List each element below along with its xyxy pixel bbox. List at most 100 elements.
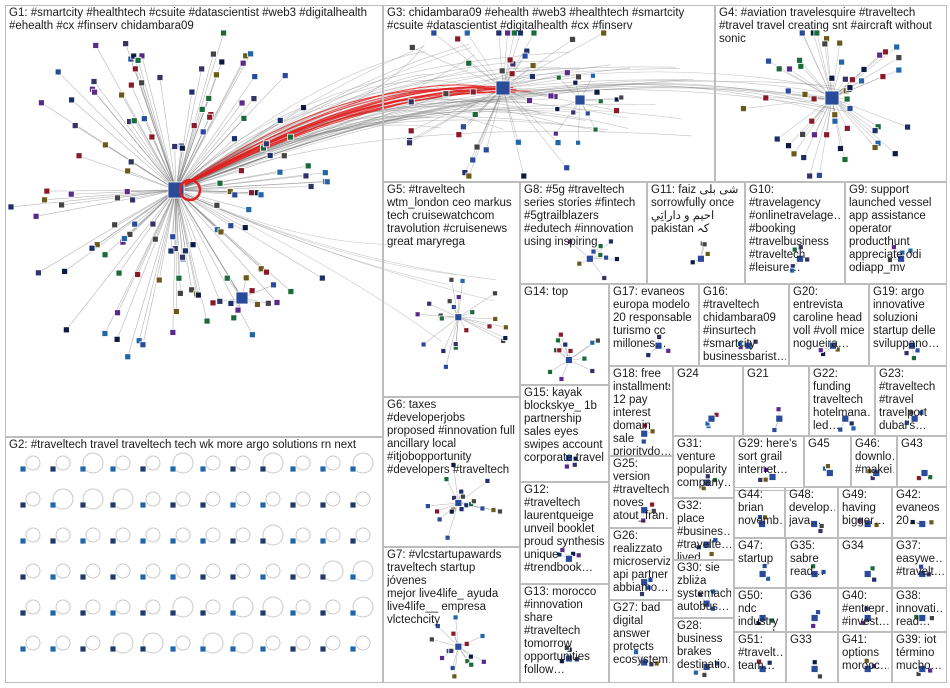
node[interactable] bbox=[831, 117, 839, 125]
isolate-node[interactable] bbox=[19, 645, 27, 653]
node[interactable] bbox=[918, 409, 925, 416]
node[interactable] bbox=[849, 76, 856, 84]
isolate-node[interactable] bbox=[109, 465, 117, 473]
node[interactable] bbox=[171, 143, 179, 150]
node[interactable] bbox=[113, 335, 121, 343]
node[interactable] bbox=[54, 68, 62, 76]
hub-node[interactable] bbox=[863, 570, 872, 578]
isolate-node[interactable] bbox=[79, 465, 87, 473]
node[interactable] bbox=[455, 131, 463, 139]
node[interactable] bbox=[469, 156, 477, 164]
hub-node[interactable] bbox=[702, 478, 711, 487]
node[interactable] bbox=[846, 84, 854, 91]
node[interactable] bbox=[114, 309, 121, 317]
hub-node[interactable] bbox=[702, 540, 711, 549]
node[interactable] bbox=[836, 39, 844, 47]
node[interactable] bbox=[911, 355, 917, 361]
node[interactable] bbox=[506, 56, 514, 64]
node[interactable] bbox=[264, 299, 272, 307]
hub-node[interactable] bbox=[654, 341, 663, 350]
node[interactable] bbox=[58, 201, 66, 209]
node[interactable] bbox=[172, 308, 180, 315]
hub-node[interactable] bbox=[825, 469, 834, 477]
node[interactable] bbox=[863, 605, 870, 612]
node[interactable] bbox=[216, 297, 224, 305]
isolate-node[interactable] bbox=[319, 501, 327, 509]
node[interactable] bbox=[815, 171, 823, 179]
isolate-node[interactable] bbox=[199, 609, 207, 617]
node[interactable] bbox=[800, 154, 808, 161]
node[interactable] bbox=[891, 244, 897, 251]
node[interactable] bbox=[784, 87, 792, 95]
hub-node[interactable] bbox=[863, 665, 872, 673]
node[interactable] bbox=[641, 422, 648, 429]
node[interactable] bbox=[639, 591, 645, 597]
hub-node[interactable] bbox=[574, 94, 586, 106]
node[interactable] bbox=[250, 95, 258, 103]
node[interactable] bbox=[206, 113, 214, 121]
hub-node[interactable] bbox=[454, 642, 463, 651]
node[interactable] bbox=[178, 144, 186, 152]
node[interactable] bbox=[262, 140, 270, 148]
isolate-node[interactable] bbox=[229, 573, 237, 581]
node[interactable] bbox=[863, 657, 870, 664]
node[interactable] bbox=[213, 71, 220, 79]
node[interactable] bbox=[190, 122, 198, 130]
isolate-node[interactable] bbox=[199, 645, 207, 653]
node[interactable] bbox=[247, 50, 254, 58]
node[interactable] bbox=[665, 347, 672, 354]
isolate-node[interactable] bbox=[139, 609, 147, 617]
node[interactable] bbox=[75, 152, 83, 160]
node[interactable] bbox=[92, 42, 100, 49]
node[interactable] bbox=[895, 54, 903, 62]
node[interactable] bbox=[424, 503, 431, 509]
node[interactable] bbox=[563, 164, 571, 172]
node[interactable] bbox=[838, 58, 845, 66]
node[interactable] bbox=[120, 235, 128, 242]
node[interactable] bbox=[495, 29, 503, 37]
node[interactable] bbox=[124, 167, 132, 175]
node[interactable] bbox=[155, 276, 163, 284]
node[interactable] bbox=[929, 615, 935, 621]
node[interactable] bbox=[766, 659, 773, 666]
node[interactable] bbox=[558, 658, 565, 665]
node[interactable] bbox=[597, 98, 604, 105]
node[interactable] bbox=[843, 95, 851, 103]
node[interactable] bbox=[239, 59, 247, 67]
node[interactable] bbox=[871, 576, 878, 583]
node[interactable] bbox=[90, 78, 98, 85]
hub-node[interactable] bbox=[918, 665, 927, 673]
hub-node[interactable] bbox=[810, 570, 819, 578]
node[interactable] bbox=[907, 247, 914, 254]
node[interactable] bbox=[592, 126, 599, 133]
hub-node[interactable] bbox=[640, 506, 649, 515]
node[interactable] bbox=[450, 304, 457, 310]
node[interactable] bbox=[270, 281, 277, 289]
hub-node[interactable] bbox=[565, 554, 573, 563]
node[interactable] bbox=[820, 569, 827, 575]
isolate-node[interactable] bbox=[199, 501, 207, 509]
node[interactable] bbox=[567, 238, 573, 245]
node[interactable] bbox=[323, 178, 331, 186]
node[interactable] bbox=[710, 605, 716, 612]
node[interactable] bbox=[810, 563, 817, 570]
node[interactable] bbox=[701, 672, 708, 678]
node[interactable] bbox=[280, 152, 288, 160]
isolate-node[interactable] bbox=[259, 501, 267, 509]
node[interactable] bbox=[138, 79, 146, 87]
node[interactable] bbox=[210, 50, 217, 58]
node[interactable] bbox=[796, 56, 803, 64]
hub-node[interactable] bbox=[640, 429, 649, 438]
node[interactable] bbox=[420, 341, 427, 348]
node[interactable] bbox=[134, 271, 142, 278]
node[interactable] bbox=[860, 620, 867, 626]
node[interactable] bbox=[529, 62, 537, 69]
node[interactable] bbox=[603, 254, 609, 261]
node[interactable] bbox=[841, 75, 849, 83]
node[interactable] bbox=[841, 156, 849, 163]
isolate-node[interactable] bbox=[259, 609, 267, 617]
node[interactable] bbox=[810, 623, 817, 629]
node[interactable] bbox=[837, 145, 844, 152]
node[interactable] bbox=[645, 352, 652, 358]
isolate-node[interactable] bbox=[199, 465, 207, 473]
